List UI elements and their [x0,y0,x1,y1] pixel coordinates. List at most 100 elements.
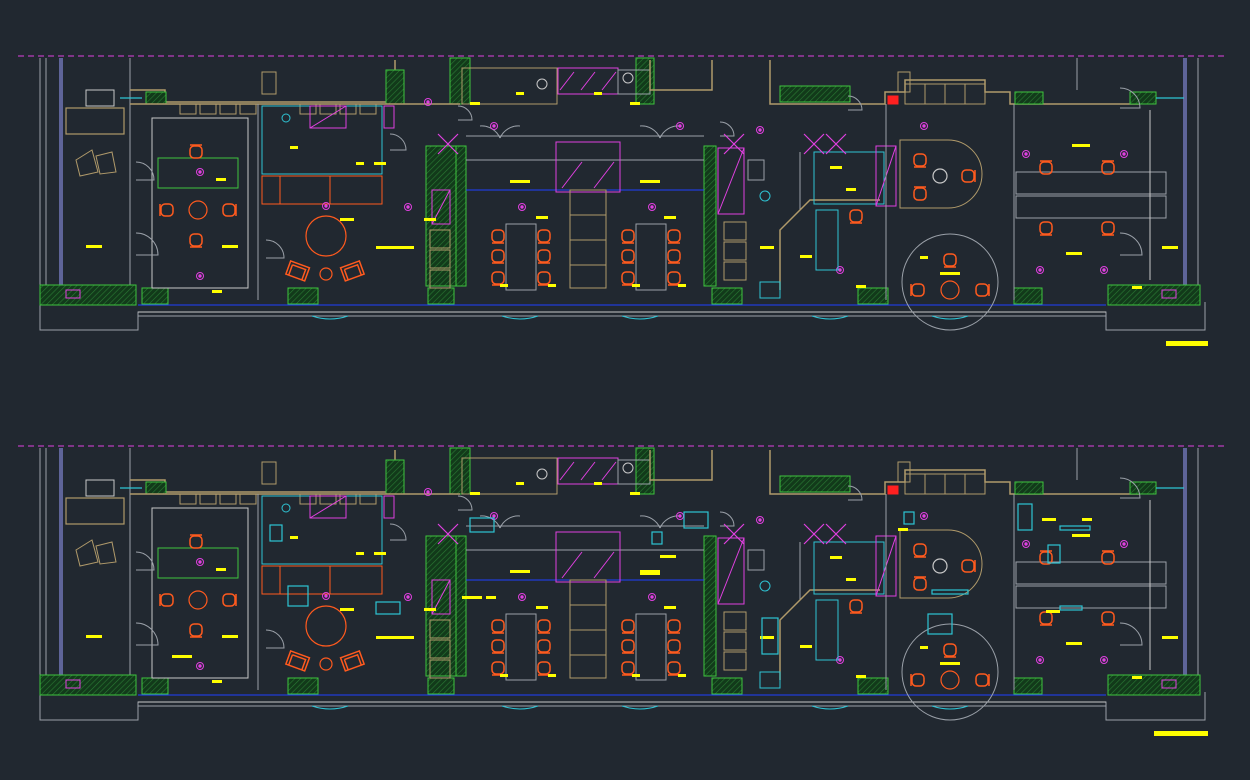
door-swing [847,485,863,501]
chair-seat [621,661,635,675]
fire-equipment [887,485,899,495]
socket-box [65,289,81,299]
armchair-body [284,649,311,672]
socket-box [1161,679,1177,689]
door-swing [659,125,681,139]
round-table-booth [899,529,983,599]
plant-symbol [437,523,459,545]
chair-seat [222,593,236,607]
desk-row [1015,171,1167,195]
chair-symbol [1101,611,1115,626]
room-label-tag [424,608,436,611]
ceiling-light-symbol [1100,656,1108,664]
meeting-room-rug [151,507,249,679]
armchair-symbol [339,649,366,672]
light-dot [650,205,654,209]
cabinet [239,493,257,505]
appliance [309,495,347,519]
room-label-tag [1042,518,1056,521]
chair-symbol [975,673,990,687]
room-label-tag [594,92,602,95]
chair-symbol [961,169,976,183]
door-swing [1119,477,1141,499]
room-label-tag [760,246,774,249]
plant-symbol [437,133,459,155]
shaft-x [717,147,745,215]
floor-plan-lower [18,445,1226,721]
pendant-light [932,558,948,574]
room-label-tag [86,245,102,248]
equipment-fixture [903,511,915,525]
chair-symbol [913,543,927,558]
equipment-fixture [651,531,663,545]
room-label-tag [510,570,530,573]
cabinet [199,493,217,505]
wall-hatch [857,677,889,695]
chair-seat [189,623,203,637]
cabinet [815,599,839,661]
chair-seat [667,639,681,653]
room-label-tag [1046,610,1060,613]
room-label-tag [856,285,866,288]
chair-symbol [491,619,505,634]
light-dot [1102,658,1106,662]
chair-symbol [159,593,174,607]
basin [281,503,291,513]
armchair-body [339,259,366,282]
side-table [319,657,333,671]
top-wall [769,450,1140,495]
ceiling-light-symbol [322,592,330,600]
room-label-tag [222,245,238,248]
light-dot [1102,268,1106,272]
chair-seat [1039,161,1053,175]
light-ring [196,168,204,176]
room-label-tag [500,284,508,287]
chair-seat [913,577,927,591]
wall-hatch [145,91,167,105]
light-ring [756,516,764,524]
chair-symbol [849,209,863,224]
chair-seat [911,673,925,687]
appliance-x [309,105,347,129]
ceiling-light-symbol [648,203,656,211]
light-dot [678,124,682,128]
door-swing [457,495,473,511]
chair-seat [621,229,635,243]
light-ring [920,122,928,130]
wall-hatch [635,447,655,495]
reception-display [85,479,115,497]
chair-symbol [621,249,635,264]
room-label-tag [222,635,238,638]
chair-symbol [159,203,174,217]
shaft-x [593,161,615,189]
wall-hatch [711,677,743,695]
door-frame [383,105,395,129]
cabinet [319,103,337,115]
wall-hatch [779,475,851,493]
light-ring [920,512,928,520]
light-ring [1022,150,1030,158]
shaft-x [561,161,583,189]
window-sill [621,315,659,320]
light-ring [424,488,432,496]
storage-unit [723,611,747,631]
wall-hatch [703,145,717,287]
room-label-tag [374,162,386,165]
room-label-tag [216,178,226,181]
chair-symbol [943,253,957,268]
shaft [431,189,451,225]
ceiling-light-symbol [756,516,764,524]
cabinet [359,493,377,505]
ceiling-light-symbol [518,593,526,601]
chair-seat [667,619,681,633]
room-label-tag [898,528,908,531]
light-dot [922,124,926,128]
wall-hatch [449,57,471,105]
ceiling-light-symbol [676,122,684,130]
chair-symbol [537,639,551,654]
equipment-fixture [1059,525,1091,531]
ceiling-light-symbol [490,512,498,520]
light-dot [198,170,202,174]
door-swing [719,511,735,527]
counter [813,541,885,595]
